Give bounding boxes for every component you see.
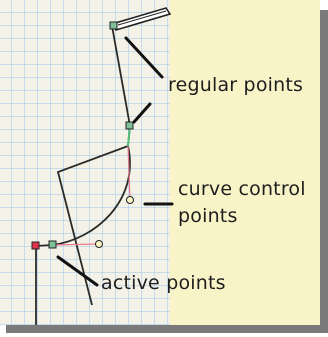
regular-point[interactable] (109, 21, 118, 30)
curve-control-point[interactable] (95, 240, 103, 248)
regular-points-label: regular points (168, 74, 304, 96)
active-point[interactable] (31, 241, 40, 250)
annotation-pointers (56, 36, 174, 287)
right-shadow (319, 10, 328, 332)
bottom-shadow (6, 324, 328, 333)
curve-control-point[interactable] (126, 196, 134, 204)
curve-control-label-line2: points (178, 205, 238, 227)
active-points-label: active points (101, 272, 226, 294)
curve-control-label-line1: curve control (178, 178, 306, 200)
active-point[interactable] (48, 240, 57, 249)
regular-point[interactable] (125, 121, 134, 130)
